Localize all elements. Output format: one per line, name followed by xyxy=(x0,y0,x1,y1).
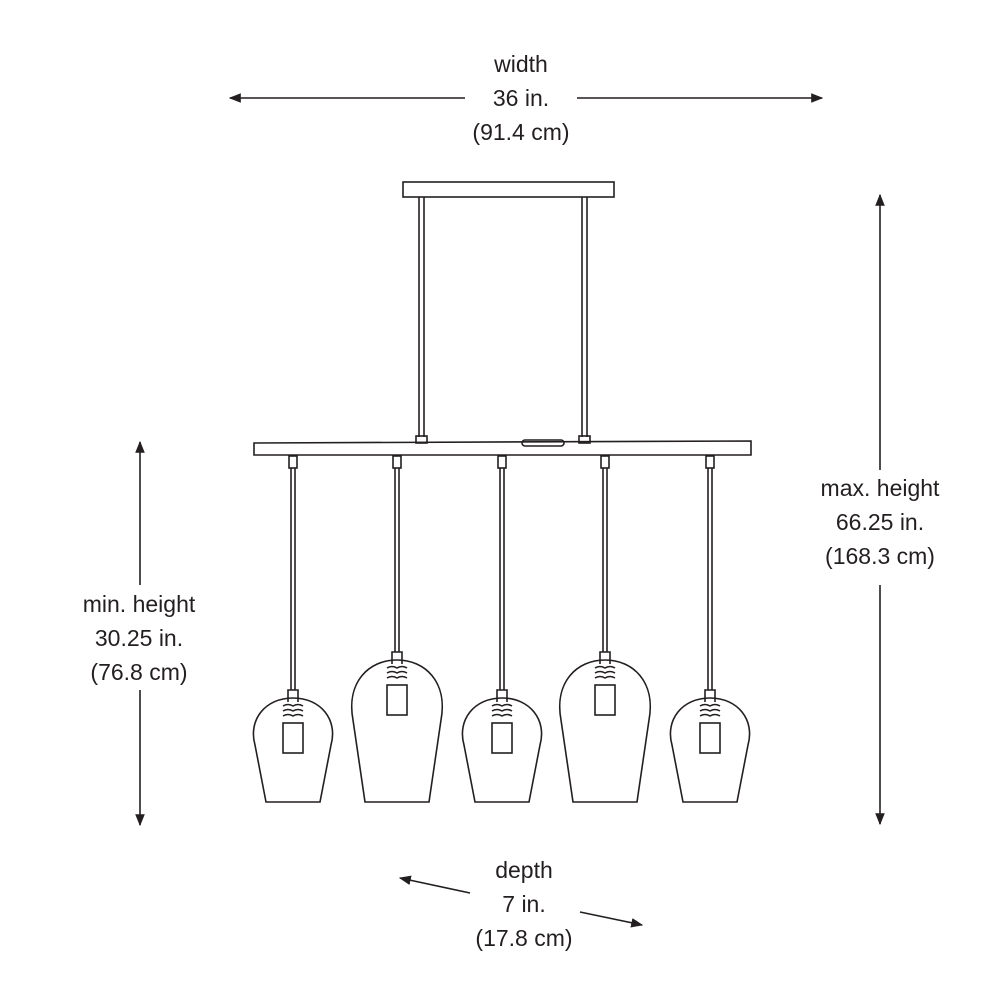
socket xyxy=(282,722,304,754)
width-label: width 36 in. (91.4 cm) xyxy=(472,47,569,149)
min-height-metric: (76.8 cm) xyxy=(90,659,188,685)
depth-arrow-right xyxy=(579,911,644,928)
glass-shade xyxy=(350,659,444,803)
width-metric: (91.4 cm) xyxy=(472,119,570,145)
socket xyxy=(386,684,408,716)
glass-shade xyxy=(669,697,751,803)
pendant-2 xyxy=(350,455,444,803)
max-height-metric: (168.3 cm) xyxy=(825,543,935,569)
depth-title: depth xyxy=(495,857,553,883)
glass-shade xyxy=(461,697,543,803)
bar-body xyxy=(253,440,752,456)
min-height-imperial: 30.25 in. xyxy=(94,625,184,651)
bar-junction xyxy=(521,439,565,447)
max-height-title: max. height xyxy=(820,475,940,501)
min-height-title: min. height xyxy=(82,591,196,617)
pendant-4 xyxy=(558,455,652,803)
depth-label: depth 7 in. (17.8 cm) xyxy=(475,853,572,955)
suspension-rods xyxy=(415,197,591,444)
depth-imperial: 7 in. xyxy=(502,891,546,917)
width-imperial: 36 in. xyxy=(492,85,550,111)
width-title: width xyxy=(494,51,548,77)
socket xyxy=(699,722,721,754)
socket xyxy=(594,684,616,716)
glass-shade xyxy=(558,659,652,803)
max-height-imperial: 66.25 in. xyxy=(835,509,925,535)
depth-metric: (17.8 cm) xyxy=(475,925,573,951)
pendant-3 xyxy=(461,455,543,803)
depth-arrow-left xyxy=(398,875,471,894)
socket xyxy=(491,722,513,754)
canopy xyxy=(402,181,615,198)
pendants xyxy=(252,455,751,803)
min-height-label: min. height 30.25 in. (76.8 cm) xyxy=(83,587,196,689)
pendant-1 xyxy=(252,455,334,803)
glass-shade xyxy=(252,697,334,803)
pendant-5 xyxy=(669,455,751,803)
max-height-label: max. height 66.25 in. (168.3 cm) xyxy=(821,471,940,573)
